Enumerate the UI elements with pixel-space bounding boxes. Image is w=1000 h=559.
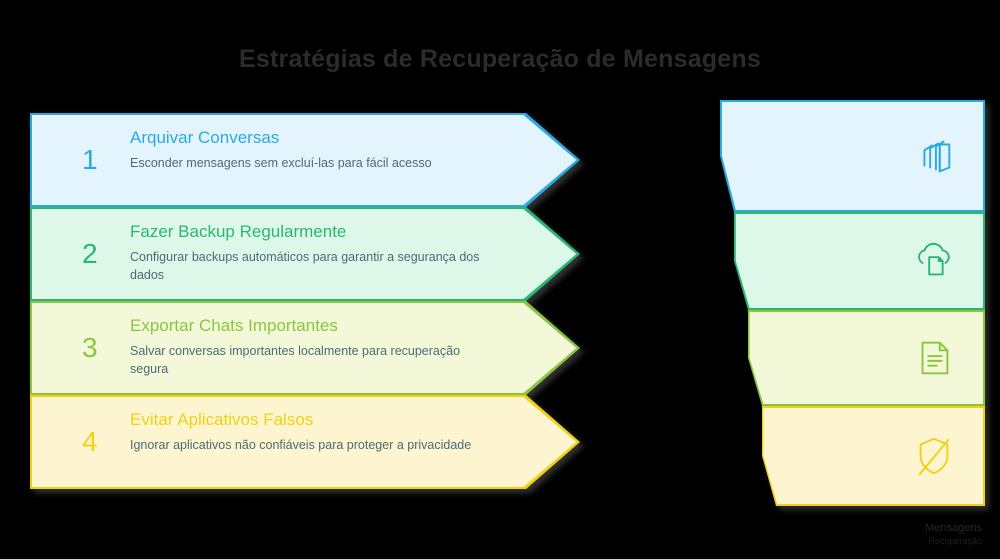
step-card-3[interactable]: 3 Exportar Chats Importantes Salvar conv… bbox=[30, 301, 580, 395]
layers-archive-icon bbox=[911, 133, 957, 179]
cloud-backup-icon bbox=[911, 238, 957, 284]
steps-list: 1 Arquivar Conversas Esconder mensagens … bbox=[30, 113, 580, 498]
funnel-band-fill bbox=[763, 408, 983, 504]
step-number: 2 bbox=[82, 238, 98, 269]
step-card-shape bbox=[30, 301, 580, 395]
step-card-shape bbox=[30, 395, 580, 489]
step-heading: Arquivar Conversas bbox=[130, 128, 280, 147]
step-heading: Fazer Backup Regularmente bbox=[130, 222, 347, 241]
step-heading: Exportar Chats Importantes bbox=[130, 316, 338, 335]
step-description: Ignorar aplicativos não confiáveis para … bbox=[130, 438, 472, 453]
step-text: Evitar Aplicativos Falsos Ignorar aplica… bbox=[130, 409, 490, 454]
step-card-shape bbox=[30, 207, 580, 301]
step-card-fill bbox=[32, 115, 577, 205]
step-number: 1 bbox=[82, 144, 98, 175]
watermark-line-2: Recuperação bbox=[928, 535, 982, 546]
step-card-fill bbox=[32, 397, 577, 487]
icon-funnel bbox=[720, 100, 985, 506]
step-card-shape bbox=[30, 113, 580, 207]
funnel-band-shape bbox=[747, 310, 985, 406]
watermark-line-1: Mensagens bbox=[925, 522, 982, 534]
page-title: Estratégias de Recuperação de Mensagens bbox=[239, 45, 761, 73]
step-card-1[interactable]: 1 Arquivar Conversas Esconder mensagens … bbox=[30, 113, 580, 207]
document-lines-icon bbox=[911, 335, 957, 381]
step-text: Exportar Chats Importantes Salvar conver… bbox=[130, 315, 490, 379]
step-number: 3 bbox=[82, 332, 98, 363]
step-text: Arquivar Conversas Esconder mensagens se… bbox=[130, 127, 490, 172]
step-description: Salvar conversas importantes localmente … bbox=[130, 344, 461, 377]
step-card-fill bbox=[32, 303, 577, 393]
funnel-band-4[interactable] bbox=[720, 406, 985, 506]
funnel-band-1[interactable] bbox=[720, 100, 985, 212]
step-description: Esconder mensagens sem excluí-las para f… bbox=[130, 156, 432, 171]
shield-off-icon bbox=[911, 433, 957, 479]
step-number: 4 bbox=[82, 426, 98, 457]
watermark: Mensagens Recuperação bbox=[925, 522, 982, 547]
funnel-band-2[interactable] bbox=[720, 212, 985, 310]
step-text: Fazer Backup Regularmente Configurar bac… bbox=[130, 221, 490, 285]
step-card-4[interactable]: 4 Evitar Aplicativos Falsos Ignorar apli… bbox=[30, 395, 580, 489]
step-description: Configurar backups automáticos para gara… bbox=[130, 250, 480, 283]
step-card-fill bbox=[32, 209, 577, 299]
step-heading: Evitar Aplicativos Falsos bbox=[130, 410, 314, 429]
funnel-band-fill bbox=[749, 312, 983, 404]
funnel-band-3[interactable] bbox=[720, 310, 985, 406]
step-card-2[interactable]: 2 Fazer Backup Regularmente Configurar b… bbox=[30, 207, 580, 301]
